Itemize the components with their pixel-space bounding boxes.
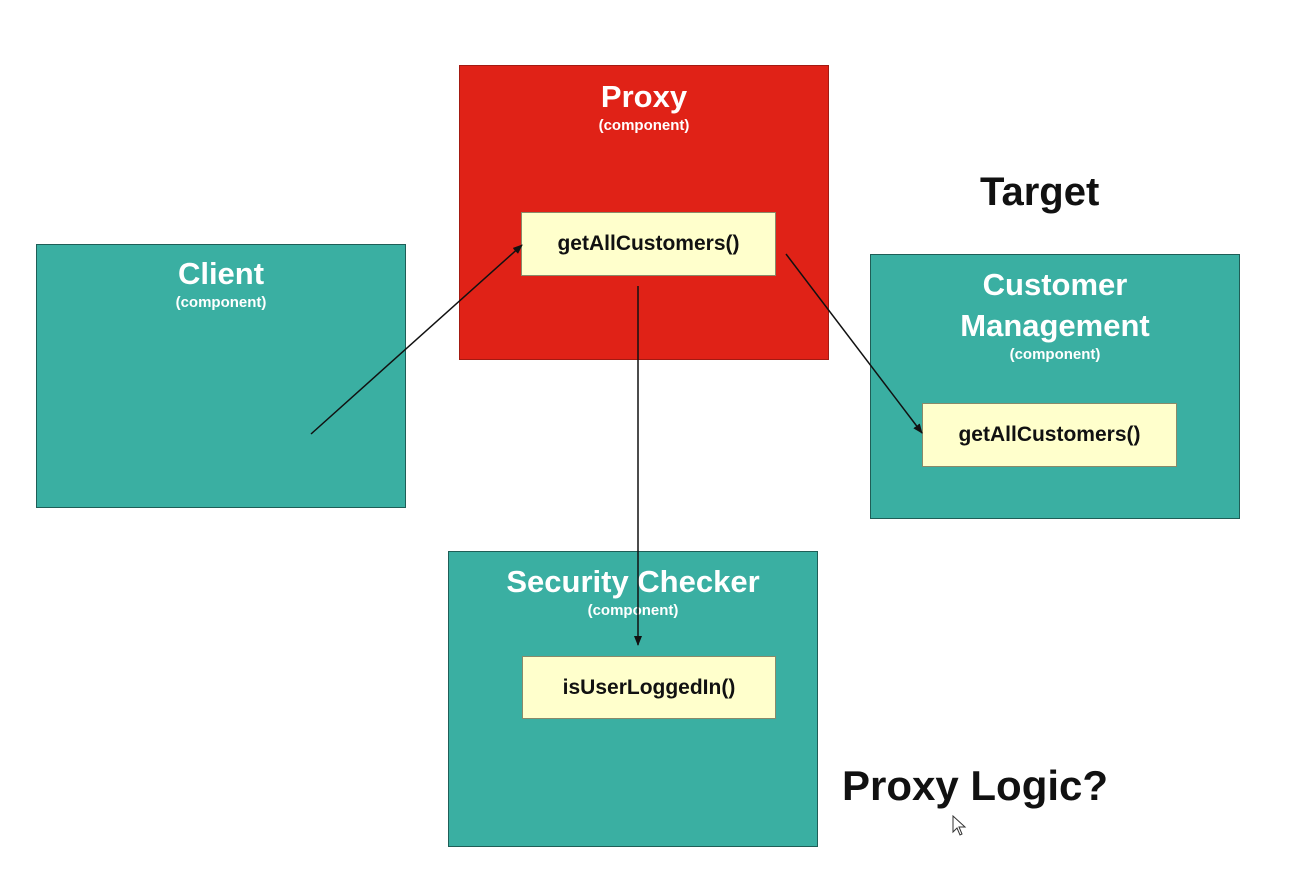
proxy-title: Proxy (600, 79, 688, 114)
target-label: Target (980, 170, 1100, 214)
security-checker-method-is-user-logged-in: isUserLoggedIn() (522, 656, 776, 719)
mouse-pointer-icon (952, 815, 967, 836)
proxy-subtitle: (component) (598, 117, 690, 134)
security-checker-subtitle: (component) (587, 602, 679, 619)
proxy-logic-label: Proxy Logic? (842, 762, 1109, 809)
security-checker-title: Security Checker (506, 564, 760, 599)
proxy-method-get-all-customers: getAllCustomers() (521, 212, 776, 276)
client-title: Client (177, 256, 265, 291)
client-subtitle: (component) (175, 294, 267, 311)
client-component: Client (component) (36, 244, 406, 508)
customer-management-method-get-all-customers: getAllCustomers() (922, 403, 1177, 467)
customer-management-title-line1: Customer (982, 267, 1128, 302)
customer-management-subtitle: (component) (1009, 346, 1101, 363)
customer-management-component: Customer Management (component) (870, 254, 1240, 519)
customer-management-title-line2: Management (960, 308, 1150, 343)
